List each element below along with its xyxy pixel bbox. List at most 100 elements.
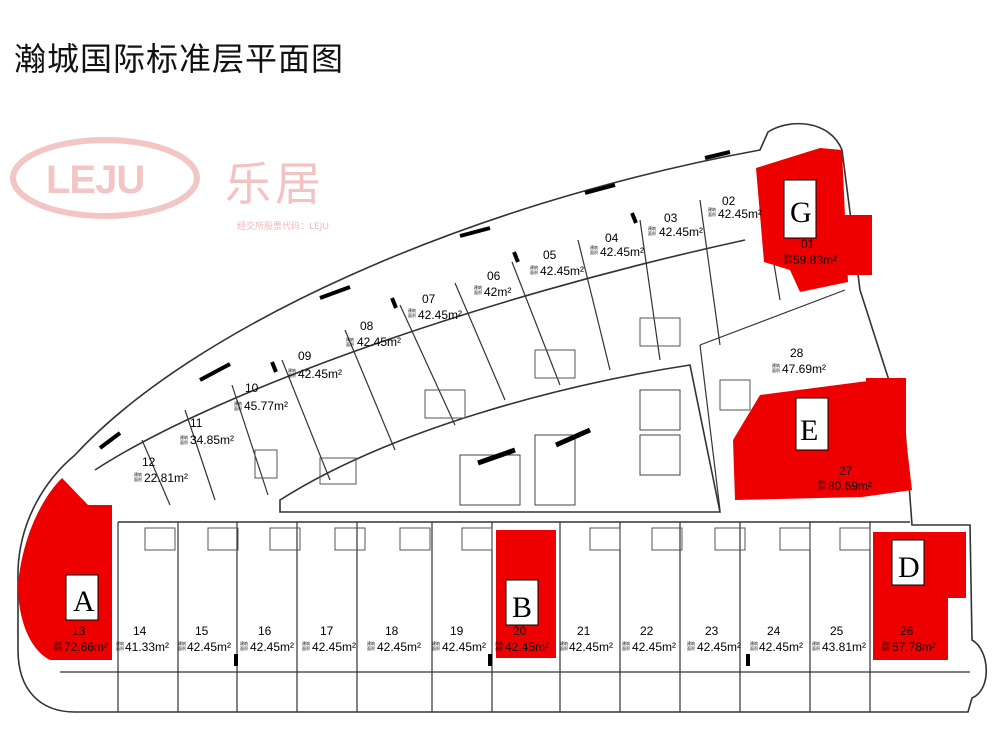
room-area: 72.66m² — [64, 640, 108, 654]
room-number: 01 — [801, 237, 815, 251]
room-unit-label: 面积 — [346, 341, 354, 347]
room-unit-label: 面积 — [134, 476, 142, 482]
room-number: 20 — [513, 624, 527, 638]
room-number: 22 — [640, 624, 654, 638]
room-unit-label: 建筑 — [288, 367, 296, 373]
room-unit-label: 面积 — [178, 645, 186, 651]
type-marker-box-g — [783, 179, 817, 239]
room-unit-label: 面积 — [234, 405, 242, 411]
room-area: 42.45m² — [505, 640, 549, 654]
room-area: 42.45m² — [632, 640, 676, 654]
room-number: 25 — [830, 624, 844, 638]
room-unit-label: 建筑 — [530, 264, 538, 270]
room-number: 21 — [577, 624, 591, 638]
room-unit-label: 面积 — [240, 645, 248, 651]
room-area: 42.45m² — [357, 335, 401, 349]
room-number: 18 — [385, 624, 399, 638]
room-number: 19 — [450, 624, 464, 638]
room-number: 04 — [605, 231, 619, 245]
room-unit-label: 建筑 — [622, 640, 630, 646]
room-unit-label: 建筑 — [495, 640, 503, 646]
watermark-subtitle: 经交所股票代码：LEJU — [237, 222, 329, 232]
room-area: 43.81m² — [822, 640, 866, 654]
room-unit-label: 面积 — [590, 249, 598, 255]
room-unit-label: 建筑 — [784, 253, 792, 259]
room-number: 28 — [790, 346, 804, 360]
room-unit-label: 面积 — [302, 645, 310, 651]
room-number: 17 — [320, 624, 334, 638]
room-area: 42.45m² — [718, 207, 762, 221]
room-area: 42.45m² — [569, 640, 613, 654]
outer-facade — [17, 122, 988, 713]
watermark-logo-ring — [10, 137, 200, 219]
room-area: 34.85m² — [190, 433, 234, 447]
room-area: 42.45m² — [377, 640, 421, 654]
room-area: 42.45m² — [187, 640, 231, 654]
room-unit-label: 建筑 — [882, 640, 890, 646]
room-unit-label: 建筑 — [346, 336, 354, 342]
room-area: 45.77m² — [244, 399, 288, 413]
room-unit-label: 面积 — [882, 645, 890, 651]
room-unit-label: 面积 — [495, 645, 503, 651]
room-area: 42.45m² — [442, 640, 486, 654]
unit-01-annex — [840, 215, 872, 275]
room-area: 42.45m² — [298, 367, 342, 381]
room-area: 42.45m² — [540, 264, 584, 278]
type-marker-box-e — [795, 397, 829, 451]
room-number: 23 — [705, 624, 719, 638]
type-marker-box-d — [891, 539, 925, 586]
room-unit-label: 建筑 — [560, 640, 568, 646]
south-room-dividers — [60, 522, 970, 712]
room-number: 05 — [543, 248, 557, 262]
room-unit-label: 建筑 — [116, 640, 124, 646]
unit-27-annex — [866, 378, 906, 434]
room-area: 41.33m² — [125, 640, 169, 654]
room-area: 42.45m² — [312, 640, 356, 654]
room-number: 06 — [487, 269, 501, 283]
room-unit-label: 建筑 — [812, 640, 820, 646]
room-number: 02 — [722, 194, 736, 208]
room-unit-label: 建筑 — [180, 434, 188, 440]
room-number: 13 — [72, 624, 86, 638]
room-unit-label: 建筑 — [687, 640, 695, 646]
type-marker-g: G — [790, 196, 812, 229]
type-marker-e: E — [800, 414, 818, 447]
room-unit-label: 面积 — [708, 211, 716, 217]
building-core — [459, 389, 681, 506]
room-unit-label: 建筑 — [474, 284, 482, 290]
facade-windows — [98, 150, 750, 666]
type-marker-box-b — [505, 579, 539, 626]
core-wall — [279, 364, 721, 513]
type-markers: A B D E G — [73, 196, 920, 624]
room-unit-label: 面积 — [648, 230, 656, 236]
unit-13-fill — [18, 478, 112, 660]
room-number: 12 — [142, 455, 156, 469]
room-unit-label: 面积 — [818, 484, 826, 490]
room-unit-label: 面积 — [687, 645, 695, 651]
room-area: 57.78m² — [892, 640, 936, 654]
room-unit-label: 建筑 — [750, 640, 758, 646]
room-area: 42.45m² — [250, 640, 294, 654]
type-marker-d: D — [898, 551, 920, 584]
building-outline — [17, 122, 988, 713]
room-number: 14 — [133, 624, 147, 638]
room-number: 24 — [767, 624, 781, 638]
room-number: 11 — [190, 416, 203, 430]
watermark-logo: LEJU — [10, 137, 200, 219]
